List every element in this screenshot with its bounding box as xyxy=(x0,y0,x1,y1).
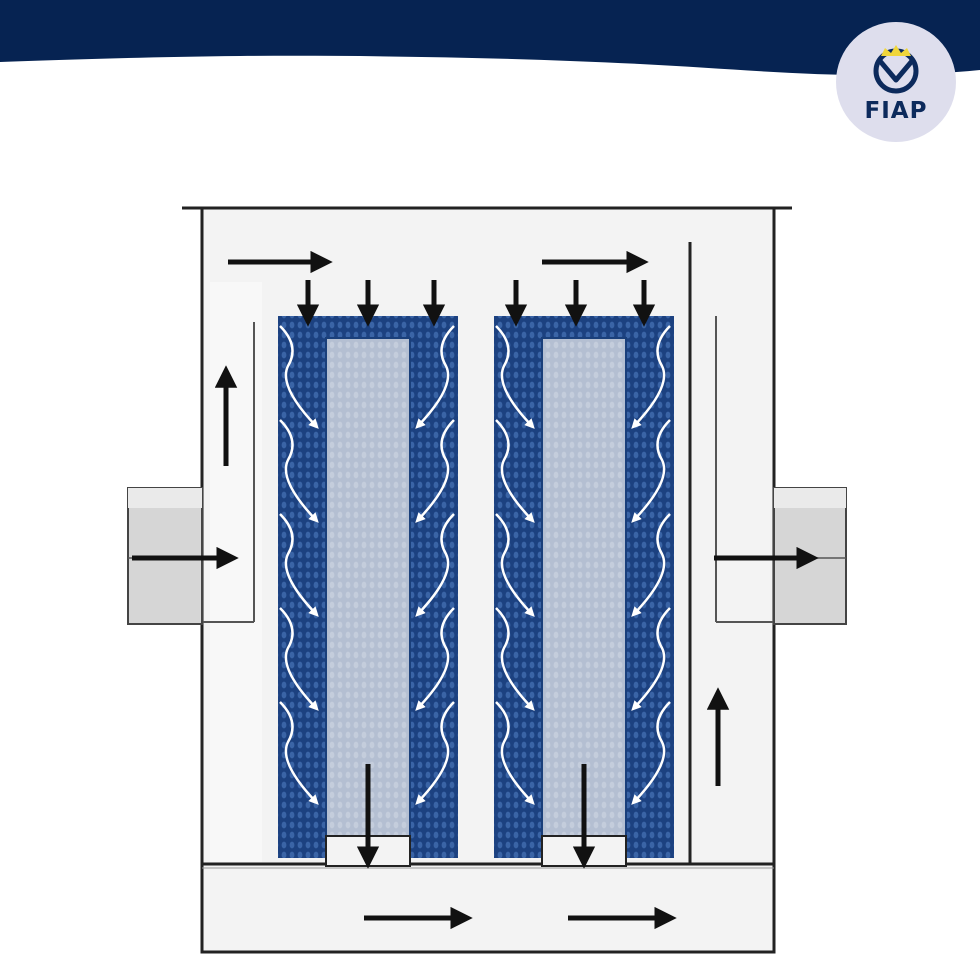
wheel-crown-icon xyxy=(873,45,919,94)
top-banner xyxy=(0,0,980,76)
flow-arrows xyxy=(132,250,819,930)
housing xyxy=(182,206,792,954)
fiap-logo: FIAP xyxy=(836,22,956,142)
logo-text: FIAP xyxy=(864,98,928,124)
banner-wave xyxy=(0,0,980,76)
media-flow-arrows xyxy=(279,325,671,805)
